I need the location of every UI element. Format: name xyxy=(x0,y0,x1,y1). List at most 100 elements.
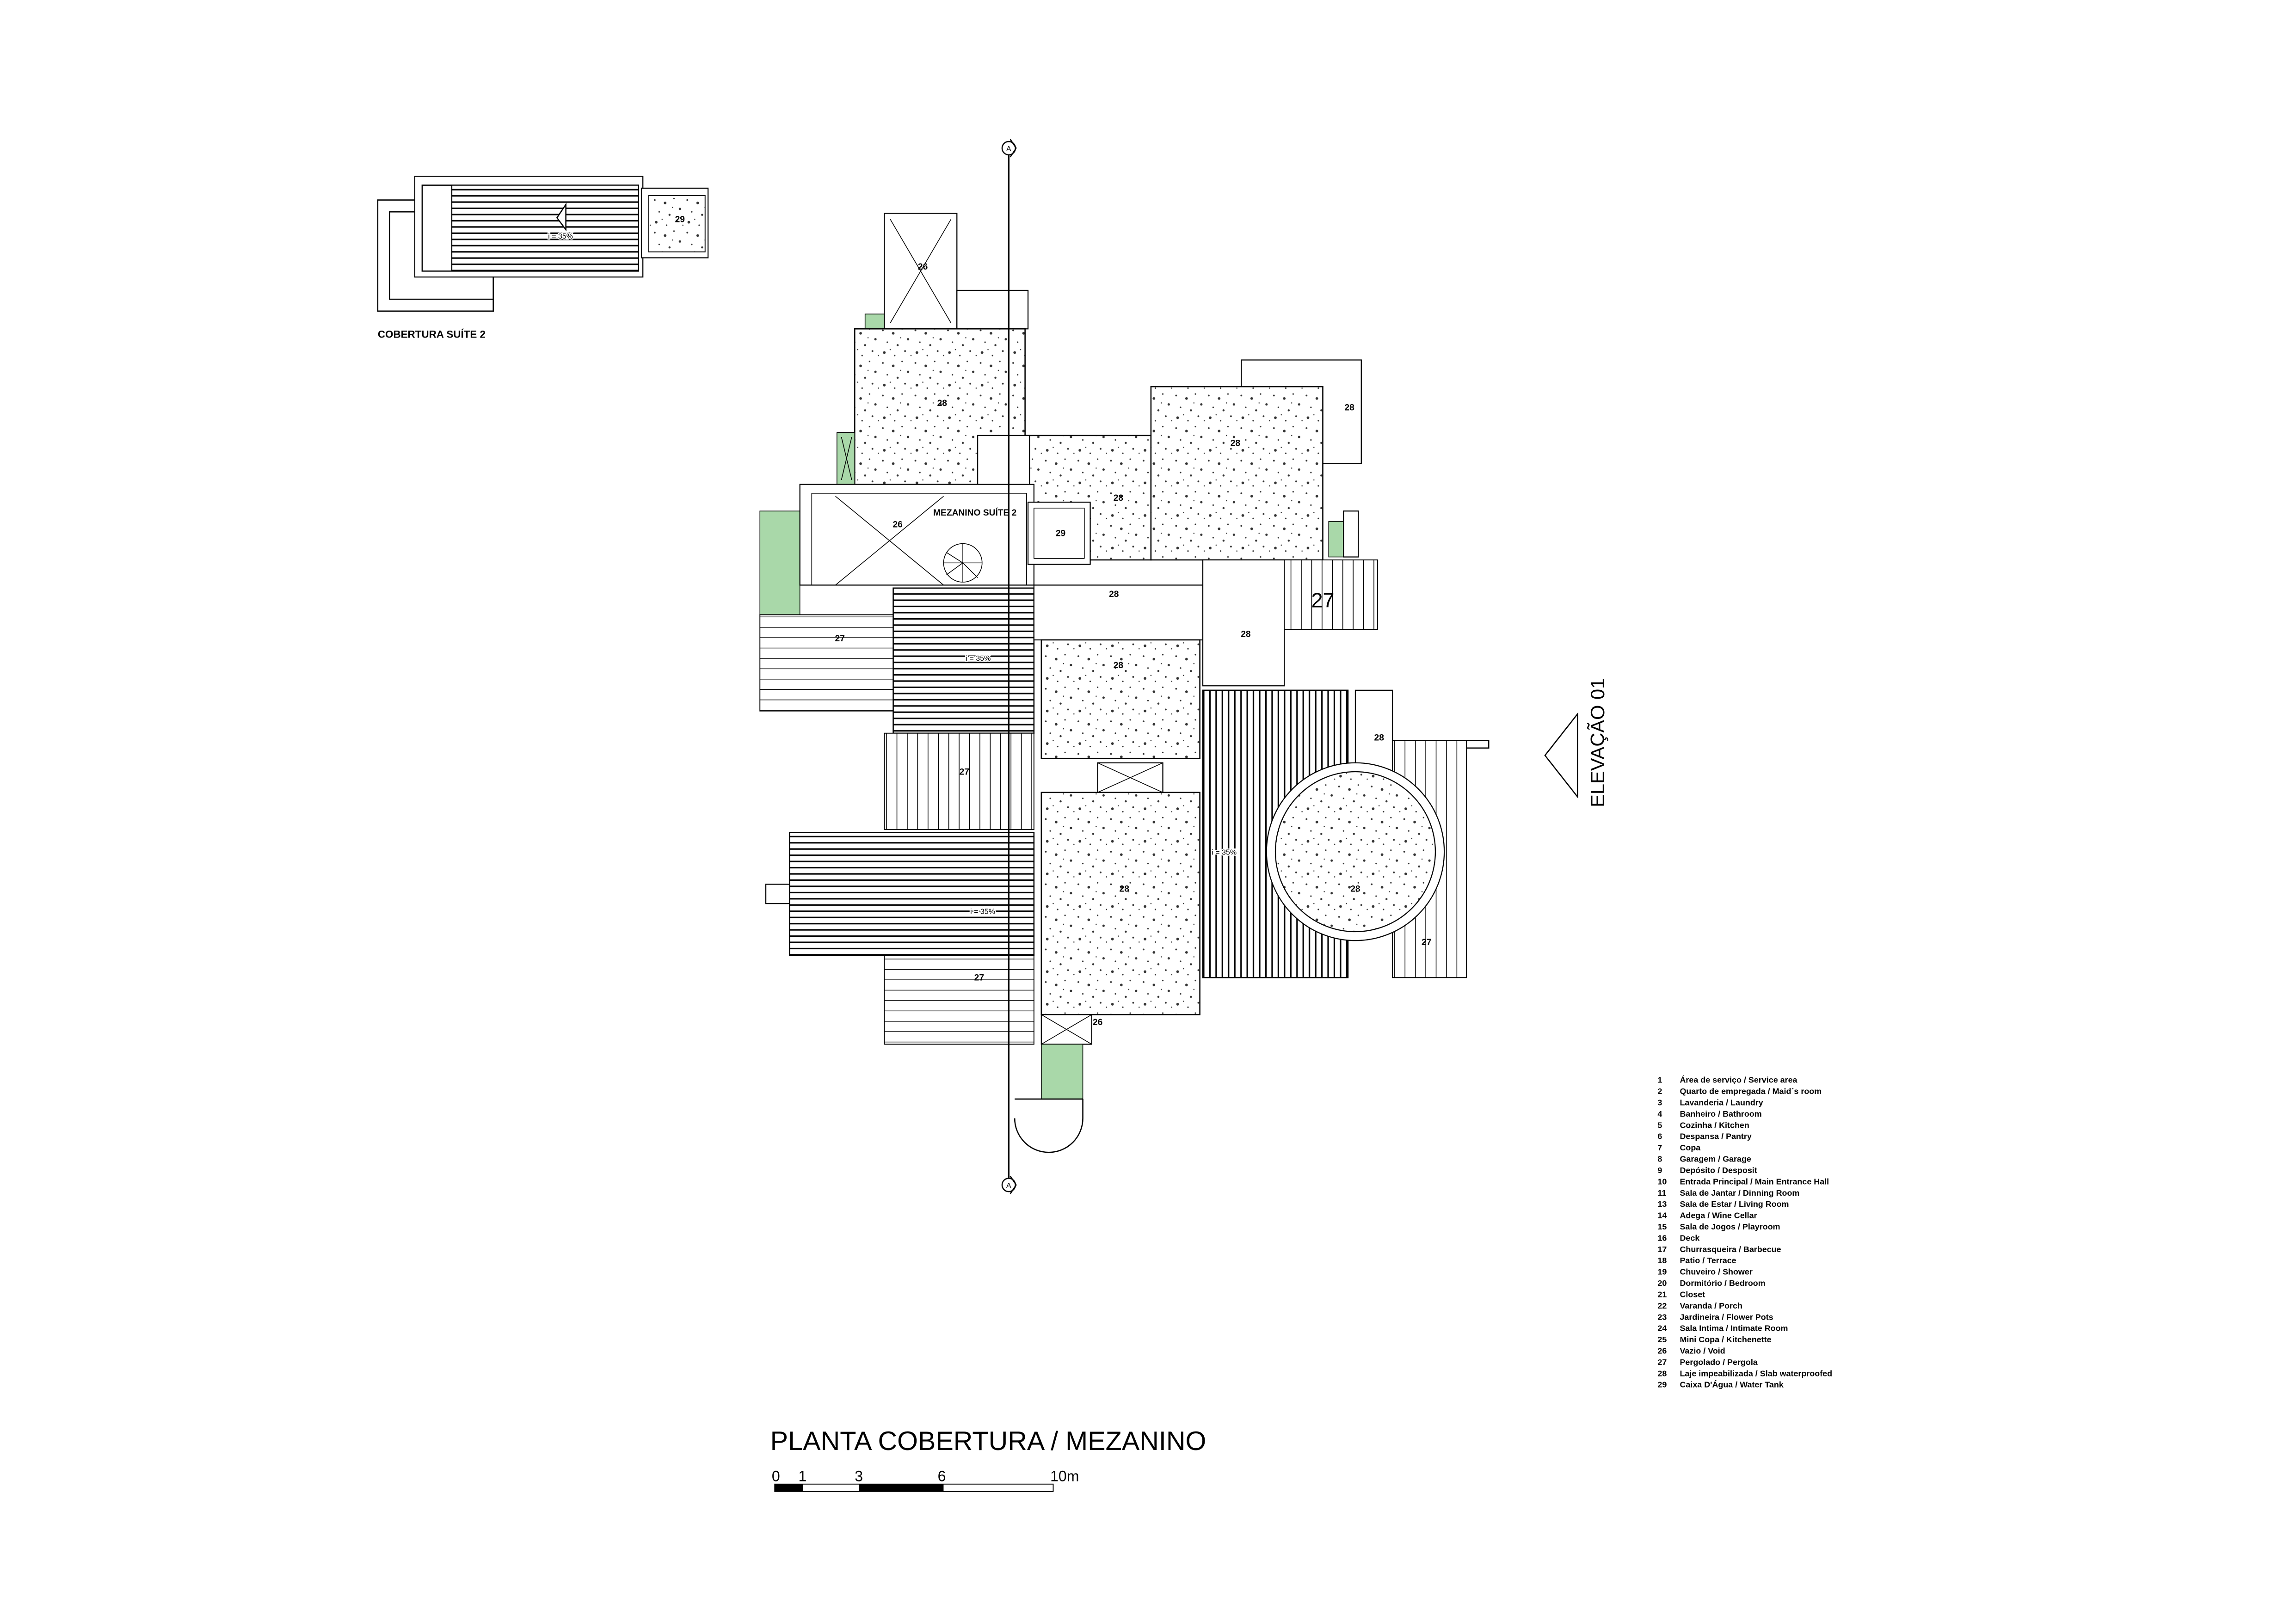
legend-text: Lavanderia / Laundry xyxy=(1680,1098,1763,1107)
suite-2-roof-plan: 29 i = 35% COBERTURA SUÍTE 2 xyxy=(377,176,709,340)
legend-number: 5 xyxy=(1657,1120,1662,1130)
legend-number: 9 xyxy=(1657,1166,1662,1175)
mezzanine-label: MEZANINO SUÍTE 2 xyxy=(933,508,1016,518)
suite-roof-slope: i = 35% xyxy=(548,233,573,240)
mezzanine-suite-2 xyxy=(799,484,1034,586)
section-marker-bottom: A xyxy=(1001,1175,1017,1194)
legend-number: 7 xyxy=(1657,1143,1662,1152)
legend-text: Depósito / Desposit xyxy=(1680,1166,1757,1175)
scale-tick: 0 xyxy=(772,1468,780,1484)
legend-number: 13 xyxy=(1657,1199,1667,1209)
slab-number: 28 xyxy=(1374,733,1385,743)
slab-number: 28 xyxy=(1350,884,1360,894)
legend-number: 20 xyxy=(1657,1278,1667,1288)
legend-number: 4 xyxy=(1657,1109,1662,1118)
tank-number: 29 xyxy=(1056,529,1065,539)
suite-roof-label: COBERTURA SUÍTE 2 xyxy=(378,328,486,340)
legend-text: Garagem / Garage xyxy=(1680,1155,1751,1164)
pergola-right-top xyxy=(1284,559,1378,630)
legend-number: 27 xyxy=(1657,1358,1667,1367)
legend-number: 1 xyxy=(1657,1075,1662,1085)
legend-text: Chuveiro / Shower xyxy=(1680,1267,1752,1277)
elevation-marker: ELEVAÇÃO 01 xyxy=(1544,678,1608,807)
elevation-arrow-icon xyxy=(1544,712,1578,799)
pergola-number: 27 xyxy=(960,767,969,777)
legend-number: 8 xyxy=(1657,1155,1662,1164)
legend-text: Jardineira / Flower Pots xyxy=(1680,1312,1773,1321)
legend-number: 19 xyxy=(1657,1267,1667,1277)
scale-tick: 10m xyxy=(1050,1468,1079,1484)
void-bottom-number: 26 xyxy=(1093,1018,1102,1027)
sloped-roof-a xyxy=(893,587,1035,734)
planter xyxy=(864,313,885,330)
legend-number: 11 xyxy=(1657,1188,1666,1198)
slab-number: 28 xyxy=(1120,884,1130,894)
void-top-number: 26 xyxy=(918,262,928,272)
elevation-label: ELEVAÇÃO 01 xyxy=(1587,678,1608,807)
section-marker-label: A xyxy=(1006,145,1011,153)
legend-text: Vazio / Void xyxy=(1680,1346,1725,1356)
pergola-middle xyxy=(884,732,1034,830)
pergola-number: 27 xyxy=(1422,938,1431,947)
sloped-roof-c xyxy=(789,832,1035,956)
section-marker-top: A xyxy=(1001,139,1017,158)
main-roof-plan: 26 28 28 28 28 26 MEZANINO SUÍTE 2 29 xyxy=(759,139,1490,1194)
slab-open xyxy=(1033,584,1204,641)
legend-number: 24 xyxy=(1657,1324,1667,1333)
legend-number: 15 xyxy=(1657,1222,1667,1231)
scale-bar: 0 1 3 6 10m xyxy=(772,1468,1079,1492)
slope-arrow-icon xyxy=(556,202,566,232)
legend-text: Copa xyxy=(1680,1143,1701,1152)
slab-lower xyxy=(1040,792,1200,1015)
legend-text: Pergolado / Pergola xyxy=(1680,1358,1758,1367)
slab-number: 28 xyxy=(1109,590,1119,599)
legend-number: 25 xyxy=(1657,1335,1667,1344)
legend-text: Quarto de empregada / Maid´s room xyxy=(1680,1087,1822,1096)
legend-number: 16 xyxy=(1657,1233,1667,1242)
legend-text: Dormitório / Bedroom xyxy=(1680,1278,1765,1288)
legend-text: Deck xyxy=(1680,1233,1699,1242)
slab-number: 28 xyxy=(1114,493,1124,503)
slab-center xyxy=(1040,639,1200,759)
legend-text: Mini Copa / Kitchenette xyxy=(1680,1335,1771,1344)
legend-text: Sala de Jogos / Playroom xyxy=(1680,1222,1780,1231)
suite-tank-number: 29 xyxy=(675,215,685,225)
slope-label: i = 35% xyxy=(1212,848,1237,856)
legend-text: Entrada Principal / Main Entrance Hall xyxy=(1680,1177,1829,1186)
legend-text: Sala Intima / Intimate Room xyxy=(1680,1324,1788,1333)
legend-number: 22 xyxy=(1657,1301,1667,1310)
slope-label: i = 35% xyxy=(966,655,991,663)
legend-number: 18 xyxy=(1657,1256,1667,1265)
legend-text: Banheiro / Bathroom xyxy=(1680,1109,1761,1118)
legend-text: Despansa / Pantry xyxy=(1680,1132,1751,1141)
legend-text: Patio / Terrace xyxy=(1680,1256,1736,1265)
slab-number: 28 xyxy=(1231,438,1241,448)
legend-text: Closet xyxy=(1680,1290,1705,1299)
legend-text: Churrasqueira / Barbecue xyxy=(1680,1245,1781,1254)
legend-number: 26 xyxy=(1657,1346,1667,1356)
pergola-number: 27 xyxy=(974,973,984,983)
legend-text: Sala de Jantar / Dinning Room xyxy=(1680,1188,1799,1198)
water-tank xyxy=(1027,501,1091,565)
legend-number: 29 xyxy=(1657,1380,1667,1389)
planter xyxy=(1328,521,1344,558)
legend-number: 28 xyxy=(1657,1369,1667,1378)
pergola-number: 27 xyxy=(1311,588,1335,612)
legend-number: 3 xyxy=(1657,1098,1662,1107)
slab-number: 28 xyxy=(1344,403,1354,412)
legend-number: 6 xyxy=(1657,1132,1662,1141)
legend-text: Laje impeabilizada / Slab waterproofed xyxy=(1680,1369,1832,1378)
legend-number: 21 xyxy=(1657,1290,1667,1299)
slab-number: 28 xyxy=(1241,630,1251,639)
legend-number: 23 xyxy=(1657,1312,1667,1321)
legend-text: Caixa D'Água / Water Tank xyxy=(1680,1380,1783,1389)
legend-number: 10 xyxy=(1657,1177,1667,1186)
planter xyxy=(1041,1044,1083,1100)
slab-number: 28 xyxy=(937,399,948,408)
scale-tick: 3 xyxy=(855,1468,863,1484)
slab-top-right xyxy=(1150,386,1323,561)
planter xyxy=(759,510,800,615)
pergola-bottom xyxy=(884,955,1034,1045)
slope-label: i = 35% xyxy=(970,908,995,916)
